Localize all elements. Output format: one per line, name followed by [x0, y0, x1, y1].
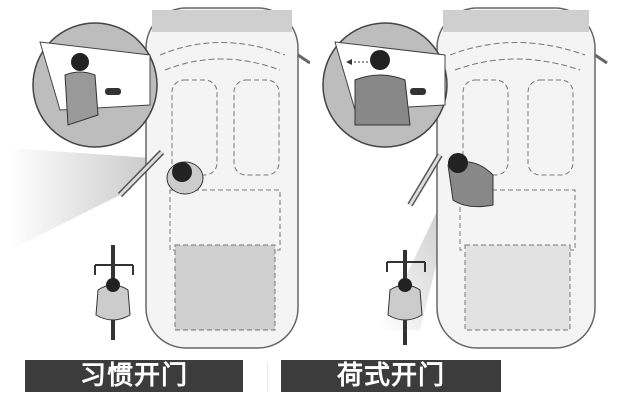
- driver-figure: [166, 161, 204, 195]
- panel-separator: [267, 362, 268, 392]
- sight-beam: [10, 148, 150, 250]
- label-dutch-reach-door-opening: 荷式开门: [281, 360, 501, 392]
- driver-figure: [447, 153, 494, 208]
- left-illustration: [10, 7, 310, 349]
- open-door: [407, 153, 443, 207]
- open-door: [117, 149, 165, 198]
- car-icon: [436, 7, 608, 349]
- right-illustration: [322, 7, 608, 349]
- label-habitual-door-opening: 习惯开门: [25, 360, 243, 392]
- magnifier-circle: [322, 22, 448, 148]
- cyclist-figure: [94, 245, 134, 340]
- cyclist-figure: [386, 250, 426, 345]
- magnifier-circle: [32, 22, 158, 148]
- car-icon: [145, 7, 310, 349]
